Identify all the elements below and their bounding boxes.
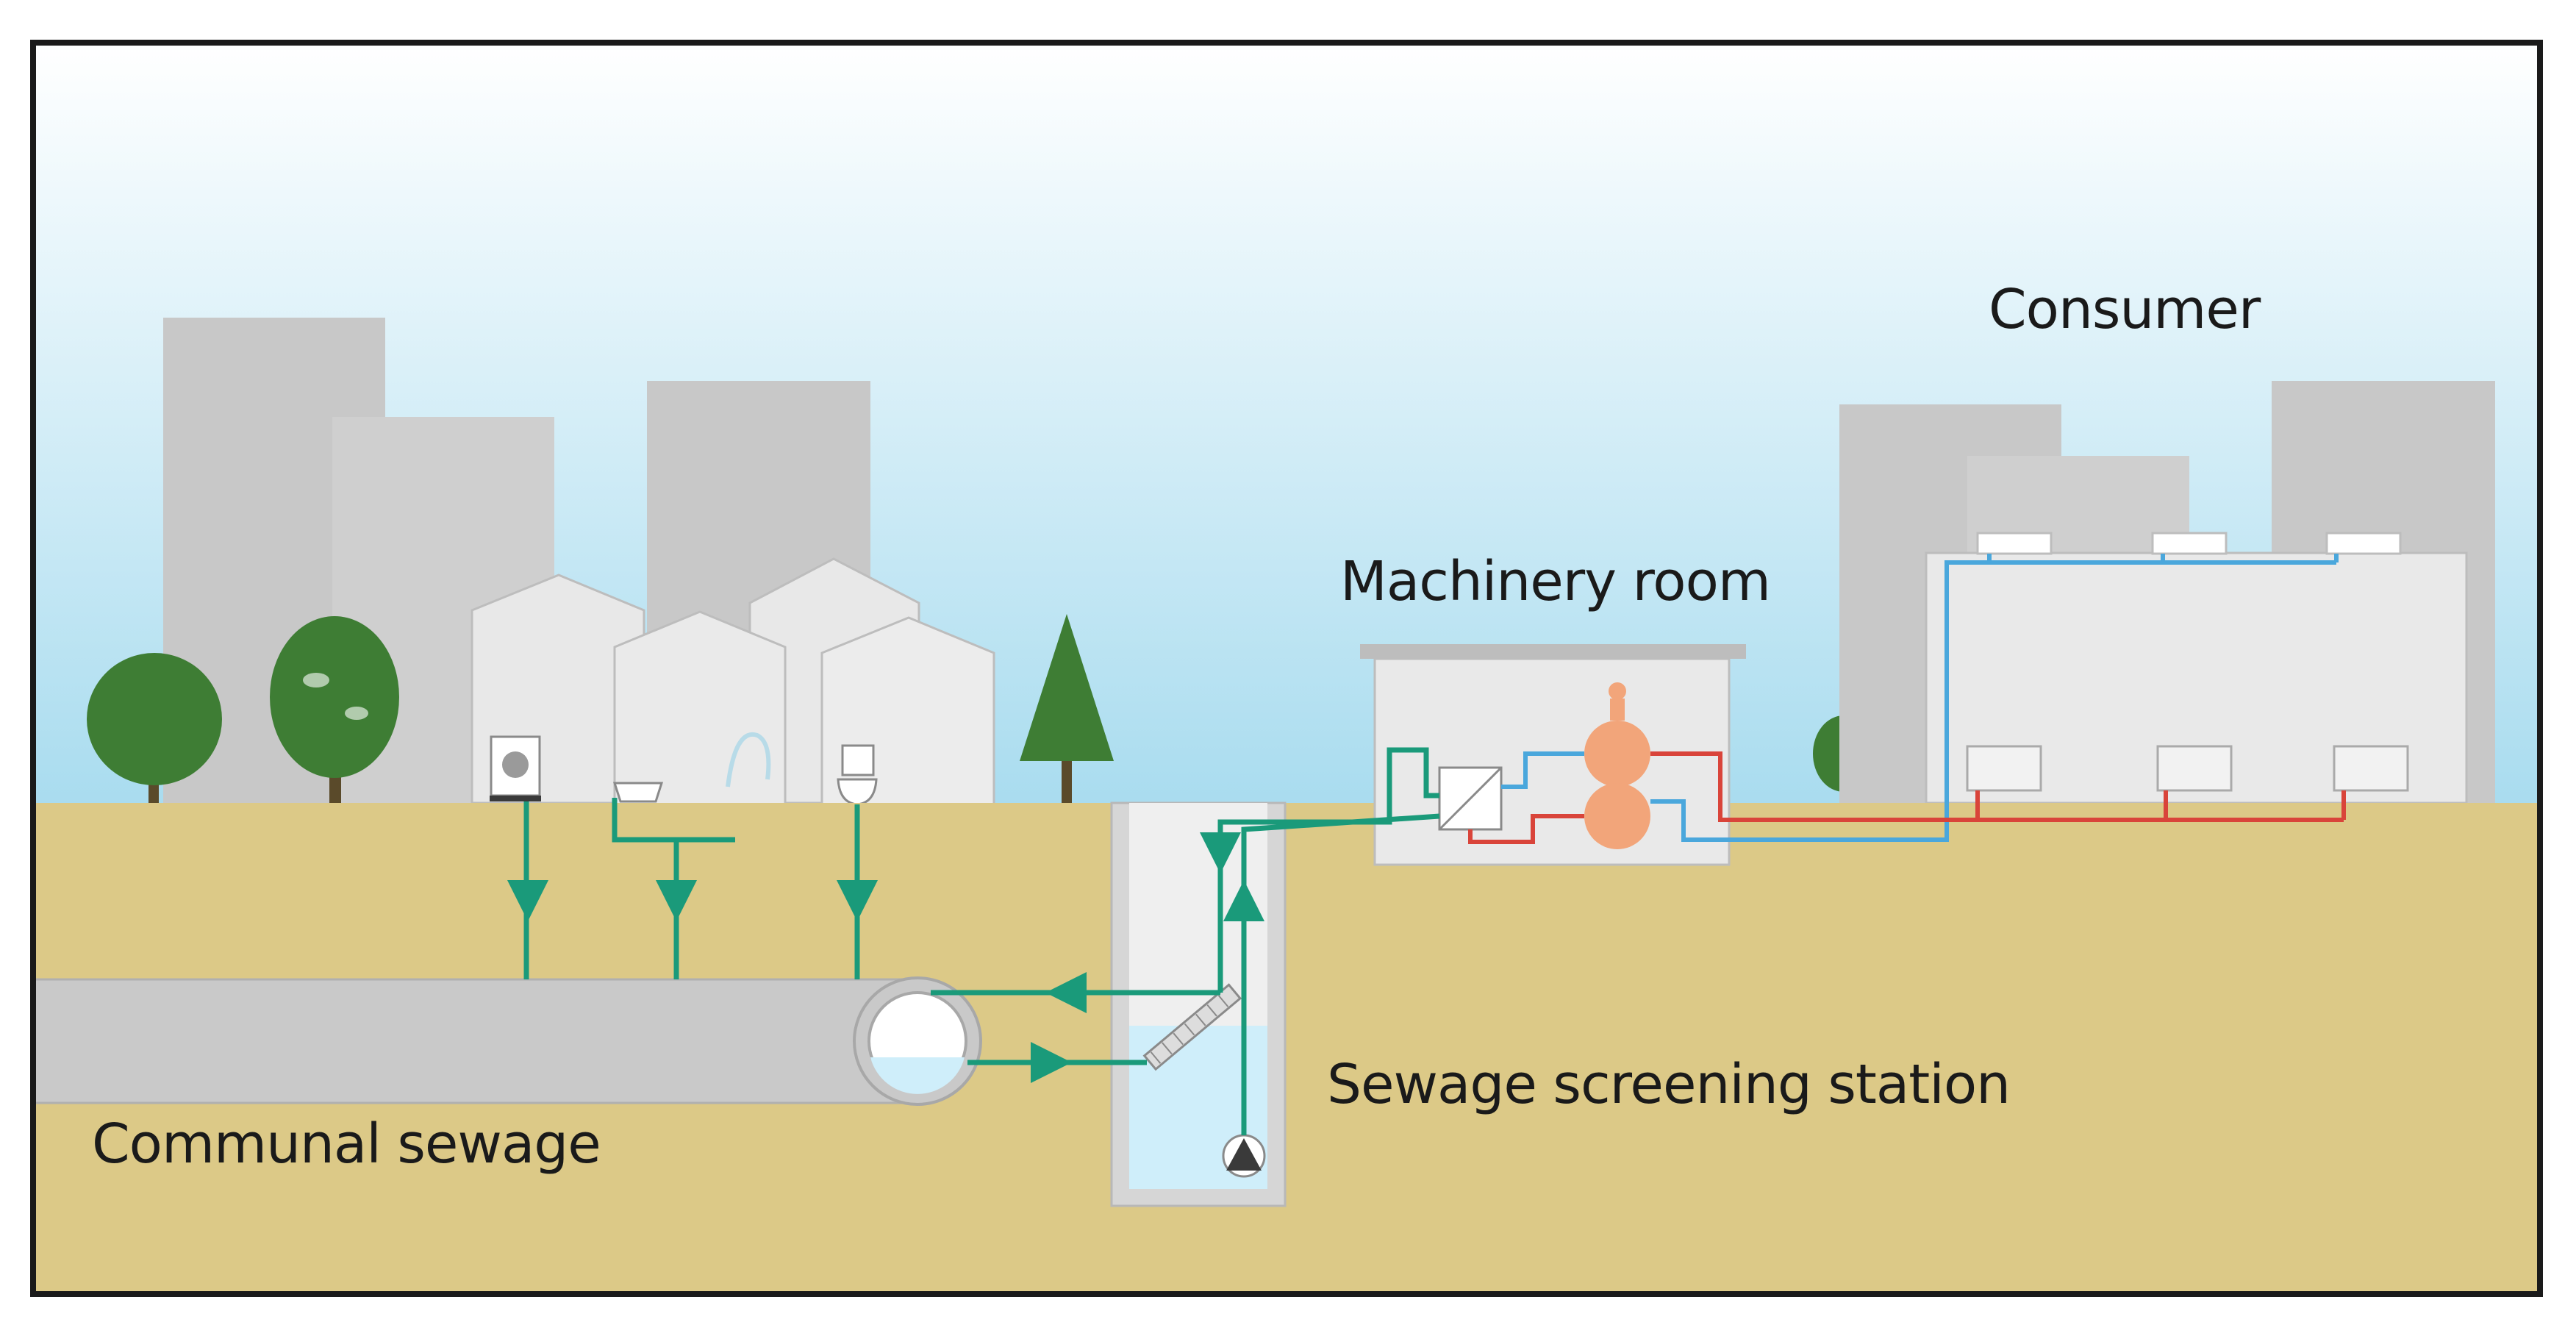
- tree-1: [87, 653, 222, 803]
- house-drain-lines: [507, 798, 878, 979]
- communal-sewage-label: Communal sewage: [92, 1112, 601, 1176]
- washing-machine-icon: [490, 735, 541, 801]
- tree-icons: [87, 614, 1875, 803]
- communal-sewage-pipe: [32, 976, 982, 1106]
- consumer-label: Consumer: [1989, 278, 2261, 341]
- sewage-screening-station-label: Sewage screening station: [1327, 1053, 2011, 1116]
- machinery-room-label: Machinery room: [1340, 550, 1771, 613]
- tree-3: [1020, 614, 1114, 803]
- toilet-icon: [837, 744, 878, 806]
- consumer-buildings: [1839, 381, 2495, 804]
- heat-supply-lines: [1468, 751, 2346, 844]
- screen-filter: [1142, 983, 1242, 1071]
- radiator-icons: [1966, 745, 2409, 792]
- sewage-flow-lines: [931, 747, 1440, 1135]
- heat-return-lines: [1501, 554, 2339, 842]
- heat-pump-icon: [1584, 682, 1650, 849]
- tree-2: [270, 616, 399, 803]
- machinery-room: [1360, 644, 1746, 866]
- screening-station-shaft: [1110, 801, 1287, 1207]
- heat-exchanger-icon: [1438, 766, 1503, 831]
- pump-icon: [1222, 1134, 1266, 1178]
- diagram-frame: [30, 40, 2543, 1297]
